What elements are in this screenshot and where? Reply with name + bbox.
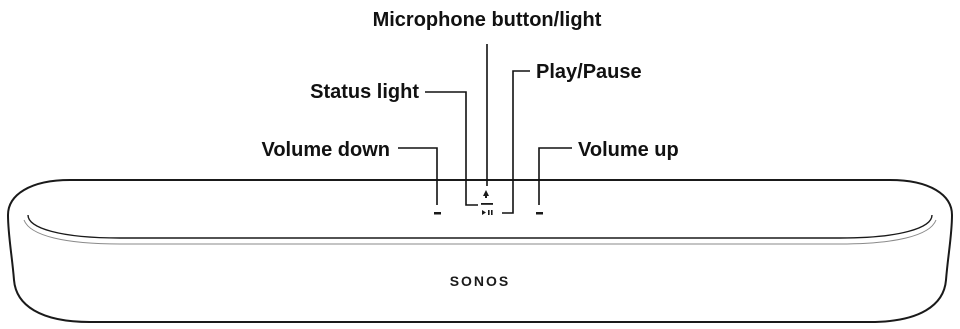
volume-up-mark[interactable] [536,212,543,215]
volume-down-mark[interactable] [434,212,441,215]
microphone-label: Microphone button/light [373,9,602,31]
brand-logo: SONOS [450,273,511,289]
status-light-mark [481,203,493,205]
callout-labels: Microphone button/light Status light Pla… [261,9,678,161]
volume-up-leader [538,147,572,205]
soundbar-top-edge [27,214,933,239]
status-light-label: Status light [310,81,419,103]
microphone-icon[interactable] [483,190,489,198]
soundbar-top-edge-highlight [23,219,937,245]
status-light-leader [425,91,478,206]
play-pause-label: Play/Pause [536,61,642,83]
callout-leaders [398,44,572,214]
play-pause-icon[interactable] [482,210,493,215]
play-pause-leader [502,70,530,214]
soundbar-device: SONOS [6,179,954,323]
volume-down-leader [398,147,438,205]
volume-up-label: Volume up [578,139,679,161]
soundbar-body [6,179,954,323]
volume-down-label: Volume down [261,139,390,161]
